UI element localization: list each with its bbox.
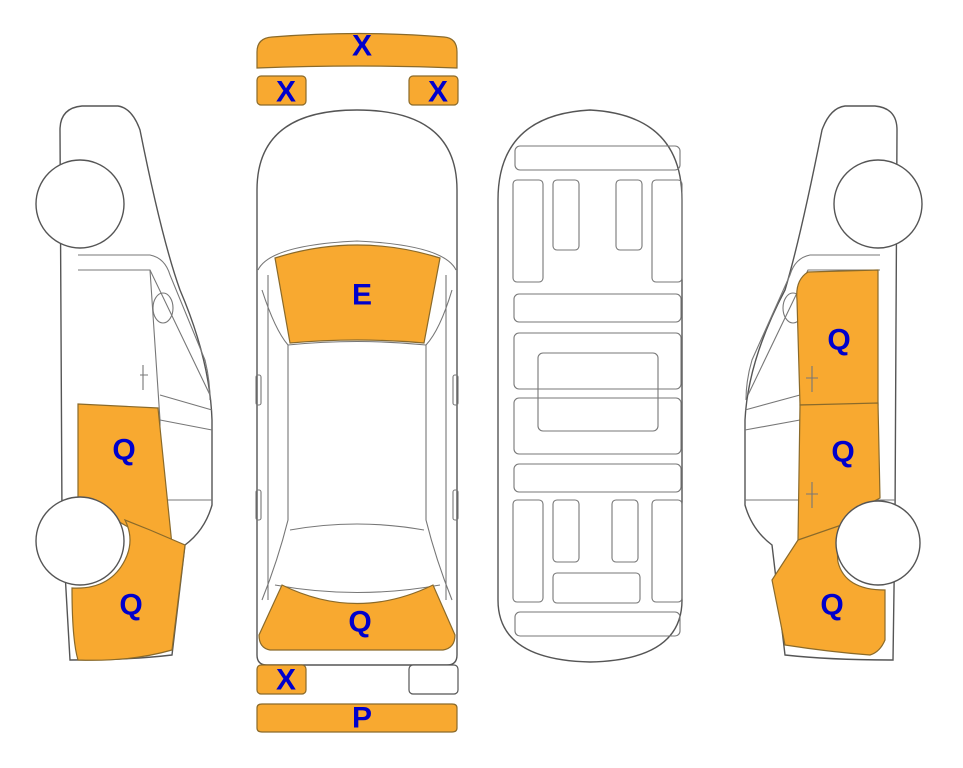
right-rear-quarter-mark: Q (820, 589, 843, 622)
rear-bumper-panel[interactable] (256, 703, 458, 733)
right-rear-wheel-icon (835, 500, 921, 586)
front-bumper-mark: X (352, 30, 372, 63)
rear-right-corner-panel[interactable] (408, 664, 459, 695)
rear-left-corner-mark: X (276, 664, 296, 697)
left-rear-wheel-icon (35, 496, 125, 586)
trunk-lid-panel[interactable] (258, 584, 456, 651)
front-bumper-panel[interactable] (256, 32, 458, 69)
front-right-corner-mark: X (428, 76, 448, 109)
left-rear-quarter-panel[interactable] (71, 518, 186, 661)
right-front-door-panel[interactable] (796, 269, 879, 406)
front-left-corner-mark: X (276, 76, 296, 109)
right-front-door-mark: Q (827, 324, 850, 357)
car-underbody-view (497, 109, 683, 663)
right-door-handles (806, 366, 818, 508)
car-top-view (255, 109, 459, 666)
right-rear-door-mark: Q (831, 436, 854, 469)
left-front-wheel-icon (35, 159, 125, 249)
trunk-lid-mark: Q (348, 606, 371, 639)
rear-windshield-panel[interactable] (274, 244, 441, 344)
left-rear-quarter-mark: Q (119, 589, 142, 622)
right-front-wheel-icon (833, 159, 923, 249)
front-left-corner-panel[interactable] (256, 75, 307, 106)
rear-bumper-mark: P (352, 702, 372, 735)
rear-left-corner-panel[interactable] (256, 664, 307, 695)
left-rear-door-mark: Q (112, 434, 135, 467)
rear-windshield-mark: E (352, 279, 372, 312)
front-right-corner-panel[interactable] (408, 75, 459, 106)
